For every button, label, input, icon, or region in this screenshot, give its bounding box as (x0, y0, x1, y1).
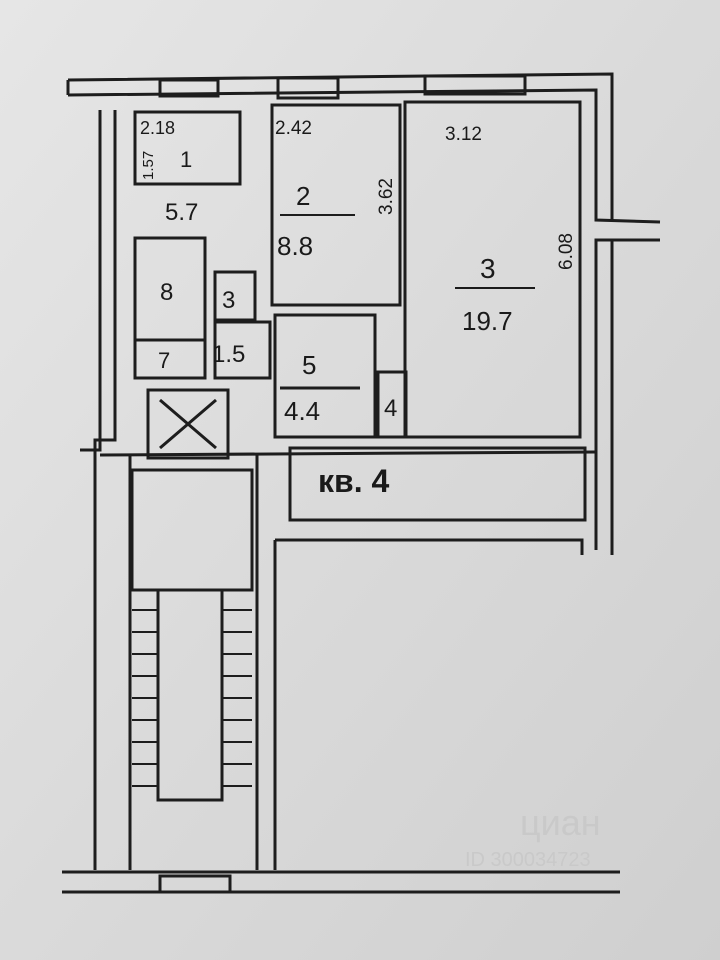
watermark-id: ID 300034723 (465, 849, 591, 871)
dim-room-3-width: 3.12 (445, 124, 482, 145)
room-5-number: 5 (302, 350, 316, 380)
dim-room-2-width: 2.42 (275, 118, 312, 139)
room-1-5 (213, 320, 272, 380)
dim-room-3-height: 6.08 (556, 233, 577, 270)
watermark-brand: циан (520, 802, 601, 843)
room-3-area: 19.7 (462, 306, 513, 336)
dim-room-1-height: 1.57 (140, 151, 157, 180)
room-1-number: 1 (180, 147, 192, 172)
room-5 (273, 313, 377, 439)
room-1-area: 5.7 (165, 199, 198, 226)
windows (158, 74, 527, 894)
stairwell (130, 468, 254, 802)
watermark: циан ID 300034723 (465, 802, 601, 871)
room-5-area: 4.4 (284, 396, 320, 426)
room-1 (133, 110, 242, 186)
room-4-number: 4 (384, 395, 397, 422)
balcony (288, 446, 587, 522)
dim-room-1-width: 2.18 (140, 118, 175, 138)
outer-walls (62, 72, 661, 894)
room-7-number: 7 (158, 348, 170, 373)
room-8-number: 8 (160, 279, 173, 306)
dim-room-2-height: 3.62 (376, 178, 397, 215)
room-labels: 2.18 1 1.57 5.7 8 3 7 1.5 2.42 2 8.8 3.6… (140, 118, 577, 499)
room-2-area: 8.8 (277, 231, 313, 261)
room-6-area: 1.5 (212, 341, 245, 368)
room-8-7 (133, 236, 207, 380)
room-2-number: 2 (296, 181, 310, 211)
room-3 (403, 100, 582, 439)
apartment-label: кв. 4 (318, 463, 389, 499)
interior-walls (133, 100, 587, 522)
room-6 (213, 270, 257, 322)
room-6-number: 3 (222, 287, 235, 314)
ventilation-shaft (146, 388, 230, 460)
room-4 (376, 370, 408, 439)
room-3-number: 3 (480, 253, 496, 284)
room-2 (270, 103, 402, 307)
